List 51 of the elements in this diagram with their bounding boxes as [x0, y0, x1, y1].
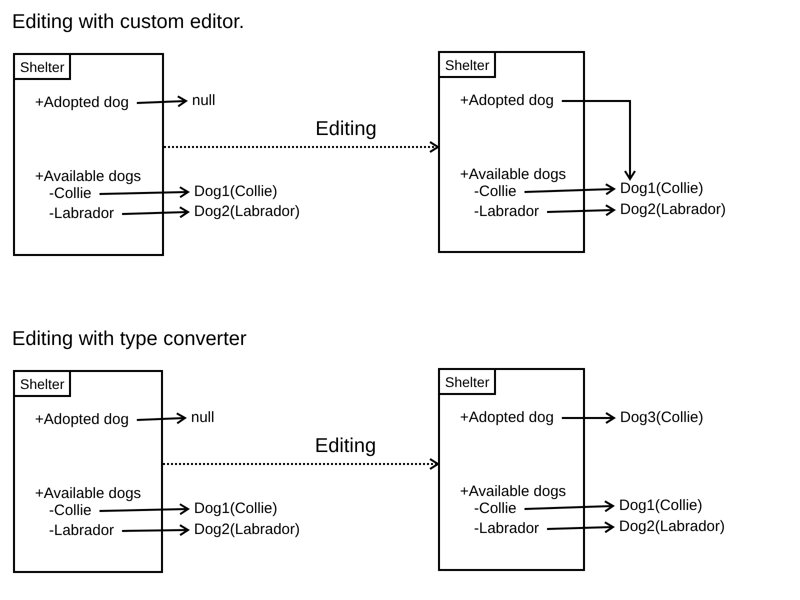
field-text: -Labrador: [49, 522, 114, 540]
class-box: [438, 51, 585, 253]
field-text: +Available dogs: [35, 485, 142, 503]
class-name-tab: Shelter: [15, 372, 72, 397]
field-text: +Adopted dog: [460, 92, 554, 110]
arrow: [562, 100, 636, 180]
arrow: [524, 183, 615, 196]
field-text: +Adopted dog: [35, 411, 129, 429]
class-name-tab: Shelter: [440, 53, 496, 78]
value-text: Dog1(Collie): [619, 497, 702, 515]
value-text: Dog1(Collie): [194, 183, 278, 201]
field-text: +Available dogs: [35, 168, 142, 186]
value-text: Dog2(Labrador): [194, 203, 300, 221]
arrow: [100, 503, 189, 516]
arrow: [547, 204, 615, 216]
arrow: [562, 412, 615, 424]
dotted-arrow: [164, 141, 439, 153]
field-text: -Labrador: [474, 203, 540, 221]
value-text: null: [192, 92, 216, 110]
section-heading: Editing with type converter: [12, 327, 247, 351]
field-text: +Adopted dog: [35, 94, 129, 112]
value-text: Dog1(Collie): [620, 180, 704, 198]
class-box: [13, 53, 164, 256]
arrow: [524, 500, 614, 512]
dotted-arrow: [163, 458, 439, 470]
class-name-tab: Shelter: [15, 55, 72, 80]
field-text: +Adopted dog: [460, 409, 554, 427]
field-text: -Collie: [49, 502, 92, 520]
field-text: -Labrador: [49, 205, 114, 223]
value-text: Dog3(Collie): [620, 409, 704, 427]
arrow: [547, 521, 614, 534]
arrow: [100, 186, 189, 198]
arrow: [136, 95, 187, 108]
field-text: -Collie: [49, 185, 92, 203]
field-text: +Available dogs: [460, 483, 566, 501]
class-box: [438, 368, 585, 571]
field-text: +Available dogs: [460, 166, 566, 184]
value-text: Dog1(Collie): [194, 500, 278, 518]
class-name-tab: Shelter: [440, 370, 496, 395]
arrow: [136, 412, 186, 424]
arrow: [122, 524, 189, 536]
field-text: -Labrador: [474, 520, 540, 538]
section-heading: Editing with custom editor.: [12, 10, 244, 34]
value-text: Dog2(Labrador): [620, 201, 726, 219]
class-box: [13, 370, 163, 573]
field-text: -Collie: [474, 183, 517, 201]
field-text: -Collie: [474, 500, 517, 518]
arrow: [122, 206, 189, 218]
value-text: null: [191, 409, 214, 427]
value-text: Dog2(Labrador): [619, 518, 725, 536]
value-text: Dog2(Labrador): [194, 521, 300, 539]
